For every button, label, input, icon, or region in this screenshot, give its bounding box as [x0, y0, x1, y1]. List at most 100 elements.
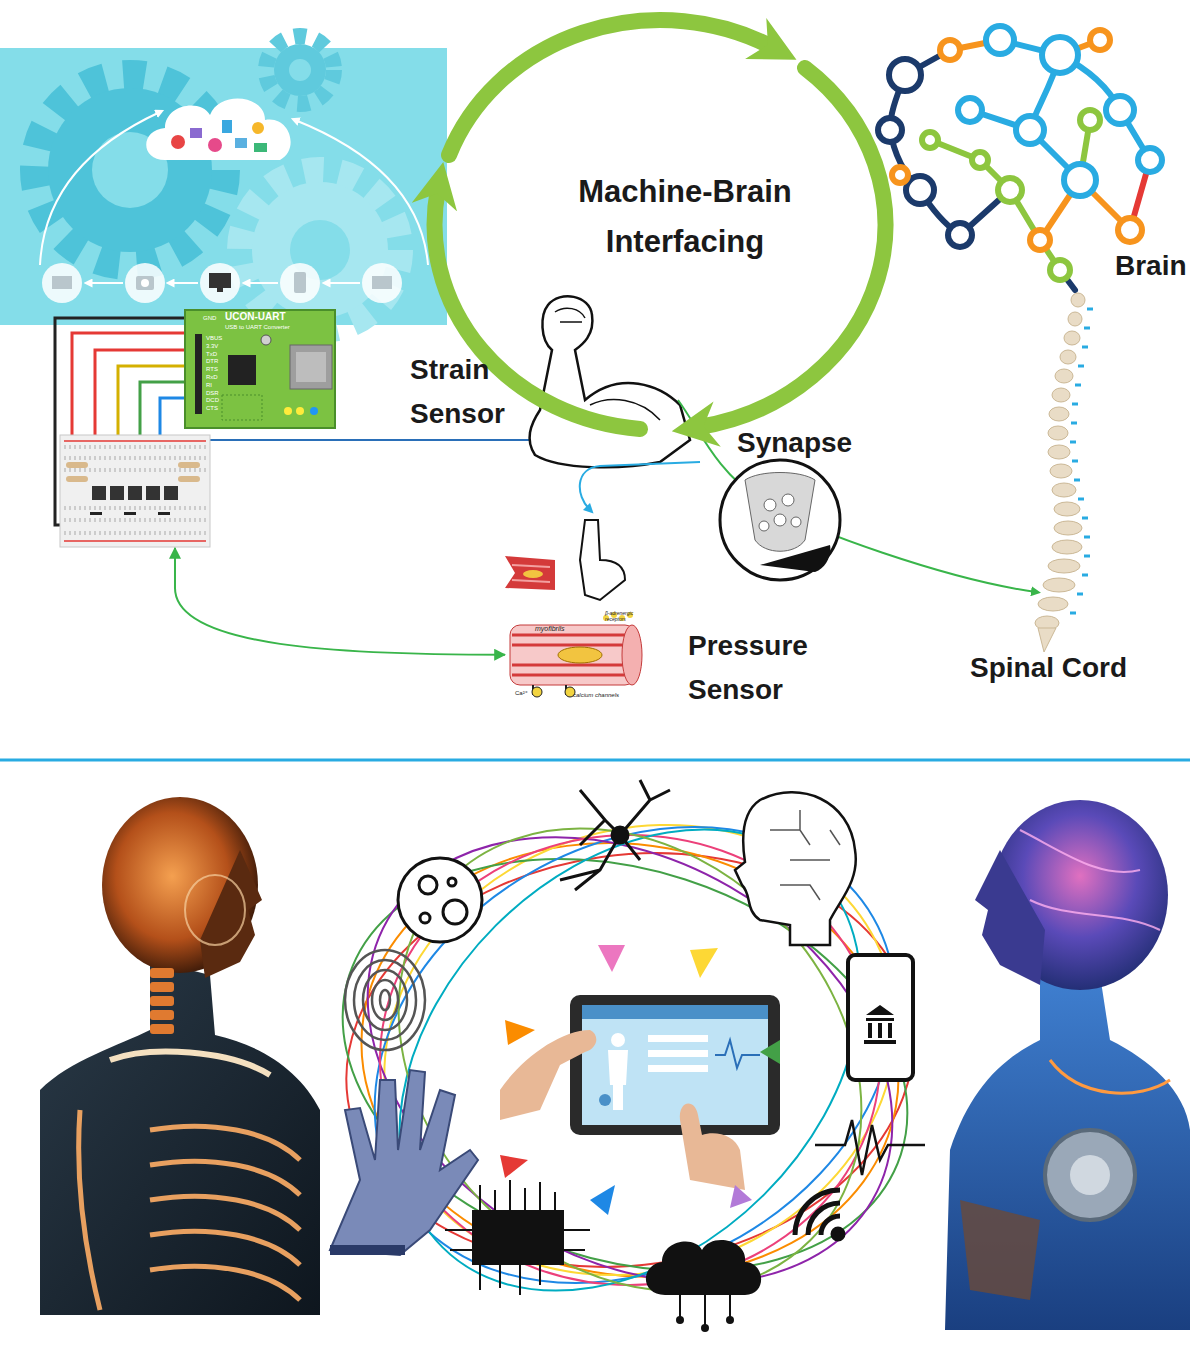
muscle-fiber	[532, 687, 542, 697]
node-text: DCD	[206, 397, 230, 404]
tablet-icon	[582, 1005, 768, 1125]
cloud-panel	[252, 122, 264, 134]
wire	[205, 439, 540, 441]
human-xray	[79, 1110, 300, 1310]
human-xray	[110, 1052, 270, 1075]
human-xray	[79, 1110, 100, 1310]
brain-network	[878, 118, 902, 142]
neuron-icon	[612, 827, 628, 843]
wifi-icon	[833, 1229, 843, 1239]
cell-icon	[443, 900, 467, 924]
cloud-icon	[646, 1240, 761, 1295]
spinal-cord	[1055, 369, 1073, 383]
muscle-fiber	[512, 644, 632, 647]
cloud-panel	[222, 120, 232, 133]
cloud-panel	[295, 120, 428, 265]
part-label: Strain Sensor	[410, 348, 530, 436]
human-xray	[150, 982, 174, 992]
brain-network	[1138, 148, 1162, 172]
breadboard	[124, 512, 136, 515]
node-text: myofibrils	[535, 625, 595, 633]
cloud-panel	[146, 99, 290, 160]
node-text: TxD	[206, 351, 230, 358]
breadboard	[60, 435, 210, 547]
human-xray	[150, 1161, 300, 1195]
spinal-cord	[1048, 445, 1070, 459]
tablet-icon	[648, 1065, 708, 1072]
cyborg-figure	[975, 850, 1045, 985]
breadboard	[64, 531, 206, 535]
nerve-line	[580, 462, 700, 510]
brain-network	[922, 132, 938, 148]
brain-network	[1016, 116, 1044, 144]
synapse-inset	[764, 499, 776, 511]
neuron-icon	[560, 780, 670, 890]
cloud-icon	[646, 1240, 761, 1332]
fingerprint-icon	[363, 970, 407, 1030]
brain-network	[900, 40, 1130, 240]
brain-network	[972, 152, 988, 168]
spinal-cord	[1052, 388, 1070, 402]
uart-board	[284, 407, 292, 415]
breadboard	[178, 462, 200, 468]
phone-icon	[848, 955, 913, 1080]
human-xray	[200, 850, 262, 978]
human-xray	[150, 1010, 174, 1020]
divider-line	[0, 759, 1190, 762]
network-loop	[289, 790, 961, 1340]
network-loop	[305, 735, 956, 1370]
brain-network	[1064, 164, 1096, 196]
node-text: USB to UART Converter	[225, 324, 335, 331]
brain-network	[1030, 230, 1050, 250]
cloud-panel	[52, 276, 72, 289]
uart-board	[185, 310, 335, 428]
cloud-panel	[35, 75, 225, 265]
breadboard	[66, 462, 88, 468]
brain-network	[1050, 260, 1070, 280]
muscle-fiber	[512, 664, 632, 667]
spinal-cord	[1064, 331, 1080, 345]
spinal-cord	[1060, 350, 1076, 364]
uart-board	[296, 407, 304, 415]
wire	[72, 333, 198, 442]
cyborg-figure	[945, 800, 1190, 1330]
synapse-inset	[759, 521, 769, 531]
spinal-cord	[1084, 536, 1090, 539]
uart-board	[195, 334, 202, 414]
flow-arrowhead	[690, 948, 718, 978]
cloud-panel	[209, 273, 231, 288]
flow-arrowhead	[500, 1155, 528, 1178]
spinal-cord	[1082, 346, 1088, 349]
node-text: CTS	[206, 405, 230, 412]
fingerprint-icon	[345, 950, 425, 1050]
breadboard	[146, 486, 160, 500]
breadboard	[164, 486, 178, 500]
cyborg-figure	[1070, 1155, 1110, 1195]
signal-connector	[175, 548, 505, 655]
tablet-icon	[611, 1033, 625, 1047]
brain-network	[948, 223, 972, 247]
spinal-cord	[1050, 464, 1072, 478]
brain-network	[1090, 30, 1110, 50]
spinal-cord	[1072, 460, 1078, 463]
human-xray	[150, 1231, 300, 1265]
spinal-cord	[1084, 555, 1090, 558]
spinal-cord	[1035, 293, 1085, 652]
tablet-icon	[570, 995, 780, 1135]
breadboard	[128, 486, 142, 500]
wire	[95, 350, 198, 442]
human-xray	[150, 1196, 300, 1230]
tablet-icon	[680, 1104, 745, 1190]
cloud-panel	[372, 276, 392, 289]
cloud-panel	[240, 170, 400, 330]
cloud-panel	[88, 282, 123, 284]
wifi-icon	[795, 1190, 843, 1239]
chip-icon	[445, 1180, 590, 1295]
node-text: DTR	[206, 358, 230, 365]
human-xray	[40, 960, 320, 1315]
cycle-ring-outline	[449, 20, 772, 155]
nerve-line	[580, 400, 1036, 592]
cloud-panel	[136, 276, 154, 290]
muscle-fiber	[505, 520, 642, 697]
